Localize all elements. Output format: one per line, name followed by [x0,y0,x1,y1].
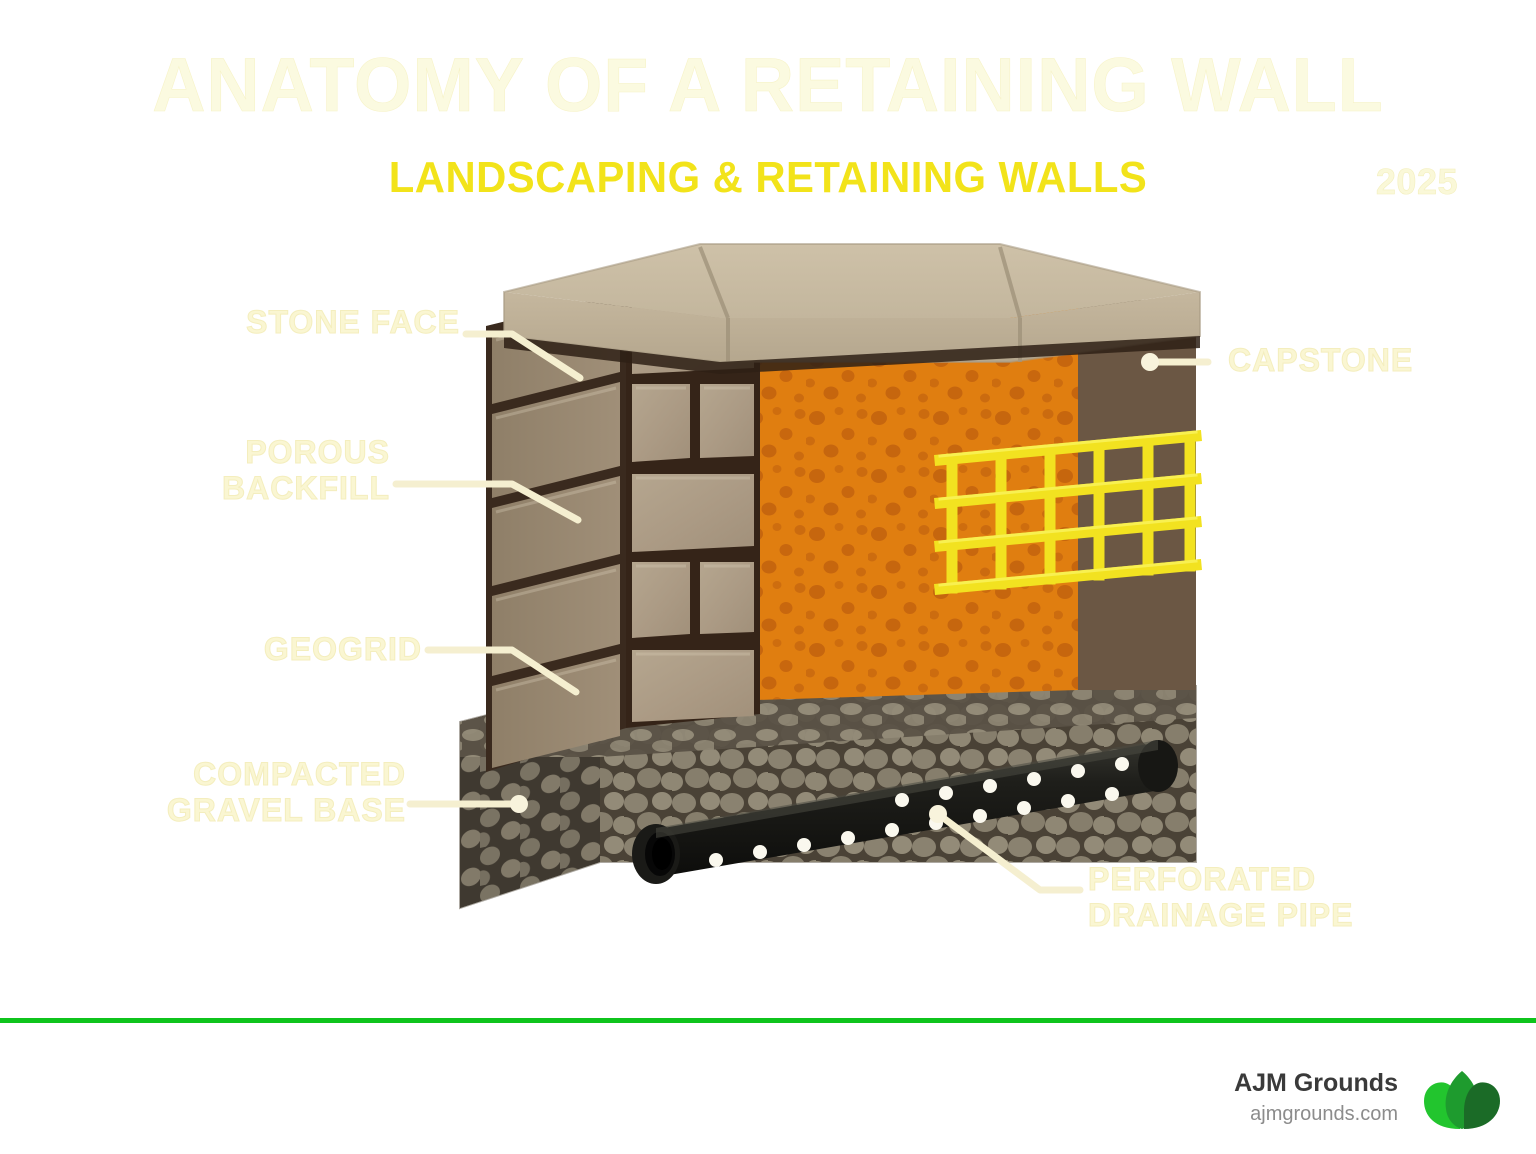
leader-lines [392,330,1212,894]
geogrid-highlight [938,430,1198,587]
page-title: ANATOMY OF A RETAINING WALL [152,43,1384,128]
year-badge: 2025 [1375,161,1458,203]
label-porous-backfill: POROUS BACKFILL [222,434,390,506]
label-perforated-pipe: PERFORATED DRAINAGE PIPE [1088,861,1354,933]
label-compacted-gravel: COMPACTED GRAVEL BASE [166,756,406,828]
brand-block: AJM Grounds ajmgrounds.com [1234,1069,1398,1128]
footer: AJM Grounds ajmgrounds.com [0,1023,1536,1154]
leaf-logo-icon [1424,1071,1500,1129]
header: ANATOMY OF A RETAINING WALL LANDSCAPING … [0,0,1536,220]
footer-divider [0,1018,1536,1023]
subtitle-row: LANDSCAPING & RETAINING WALLS 2025 [0,153,1536,211]
perforated-drainage-pipe [632,740,1178,884]
leader-stone-face [462,330,584,382]
label-stone-face: STONE FACE [246,304,460,341]
leader-geogrid [424,646,580,696]
brand-url: ajmgrounds.com [1250,1102,1398,1125]
leader-porous-backfill [392,480,582,524]
label-geogrid: GEOGRID [263,631,422,668]
wall-illustration-svg [392,243,1212,910]
brand-name: AJM Grounds [1234,1069,1398,1097]
leader-endpoints [510,353,1159,823]
capstone-shadow [504,336,1200,374]
geogrid-mesh [934,430,1202,595]
label-capstone: CAPSTONE [1228,342,1414,379]
leader-drainage-pipe [934,810,1084,894]
retaining-wall-diagram [392,243,1212,910]
page-subtitle: LANDSCAPING & RETAINING WALLS [388,153,1148,202]
